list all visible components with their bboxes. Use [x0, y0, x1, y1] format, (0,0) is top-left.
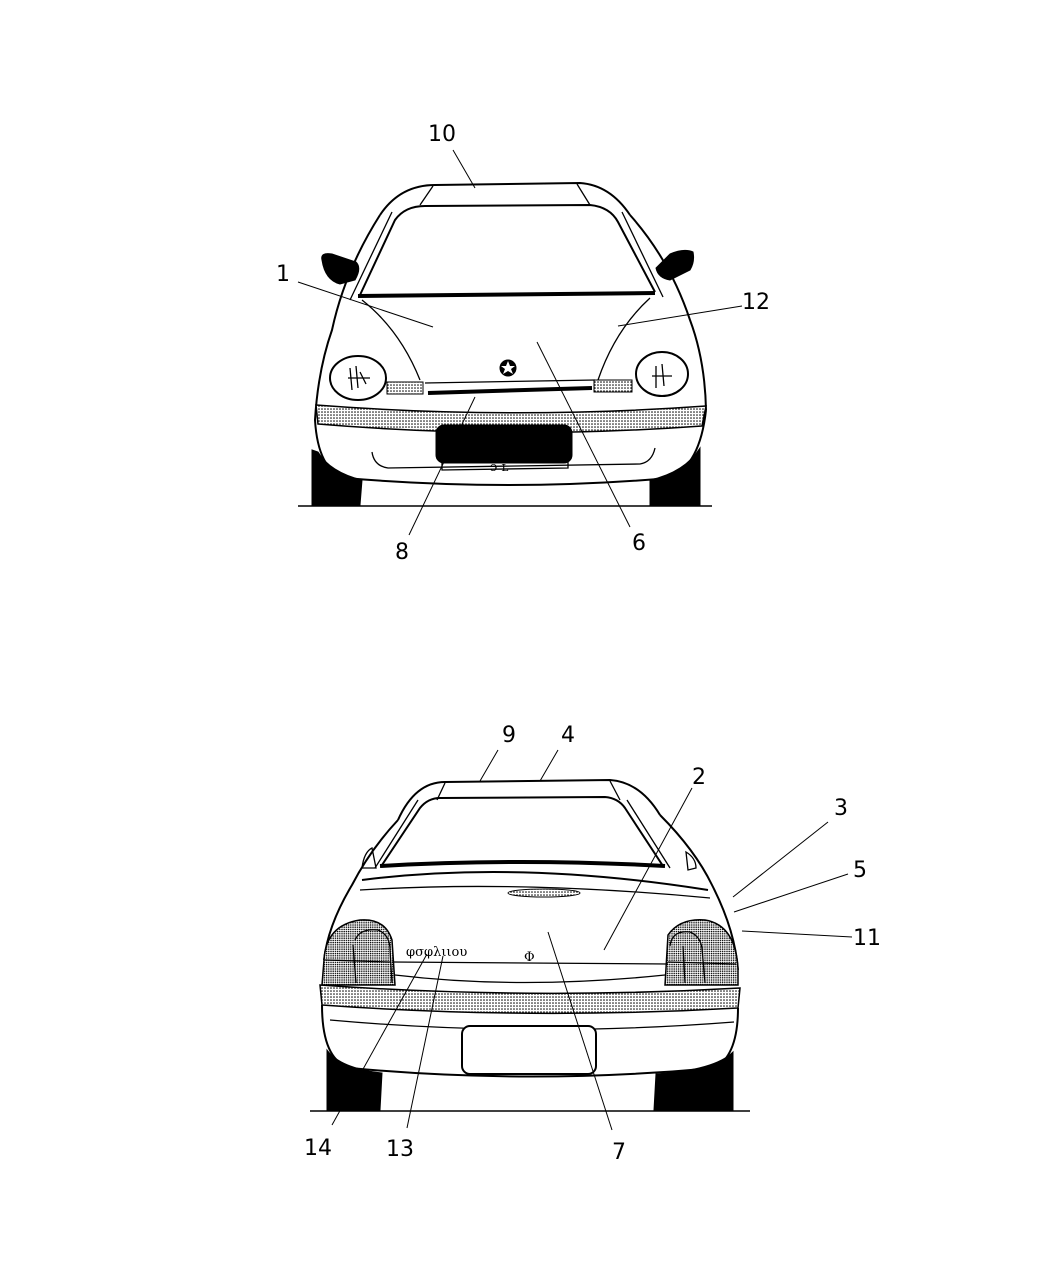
callout-12: 12 — [742, 290, 770, 315]
rear-view-car: φσφλιιου Φ — [310, 778, 750, 1112]
callout-14: 14 — [304, 1136, 332, 1161]
callout-8: 8 — [395, 540, 409, 565]
rear-badge: φσφλιιου — [406, 945, 467, 960]
callout-10: 10 — [428, 122, 456, 147]
rear-callouts: 9 4 2 3 5 11 14 13 7 — [304, 723, 881, 1165]
front-leader-lines — [297, 149, 743, 536]
callout-7: 7 — [612, 1140, 626, 1165]
callout-5: 5 — [853, 858, 867, 883]
callout-9: 9 — [502, 723, 516, 748]
front-callouts: 10 1 12 8 6 — [276, 122, 770, 565]
rear-leader-lines — [331, 749, 853, 1131]
rear-emblem: Φ — [524, 950, 535, 965]
callout-3: 3 — [834, 796, 848, 821]
front-view-car: ɔ ʟ — [298, 181, 712, 507]
callout-2: 2 — [692, 765, 706, 790]
callout-11: 11 — [853, 926, 881, 951]
callout-13: 13 — [386, 1137, 414, 1162]
callout-4: 4 — [561, 723, 575, 748]
callout-6: 6 — [632, 531, 646, 556]
svg-text:ɔ ʟ: ɔ ʟ — [490, 460, 508, 475]
callout-1: 1 — [276, 262, 290, 287]
